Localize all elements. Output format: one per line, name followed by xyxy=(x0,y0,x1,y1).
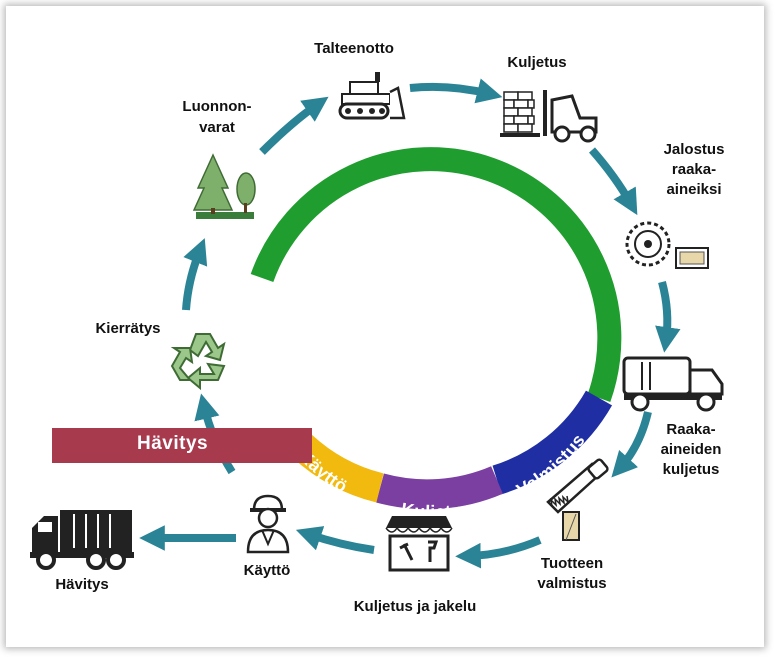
label-disposal: Hävitys xyxy=(55,576,109,593)
arrow-raw-transport-to-production xyxy=(611,411,652,478)
label-transport: Kuljetus xyxy=(507,54,567,71)
forklift-icon xyxy=(500,90,598,143)
shop-icon xyxy=(385,516,453,572)
arrow-recycling-to-resources xyxy=(182,238,208,311)
garbage-truck-icon xyxy=(30,510,134,570)
recycling-icon xyxy=(170,333,226,391)
truck-icon xyxy=(622,356,724,412)
arrow-transport-to-processing xyxy=(589,147,638,216)
ring-segment-transport xyxy=(376,466,503,510)
arrow-production-to-distribution xyxy=(455,536,542,569)
hand-saw-icon xyxy=(546,458,609,541)
saw-blade-icon xyxy=(625,221,709,269)
label-distribution: Kuljetus ja jakelu xyxy=(353,598,477,615)
arrow-distribution-to-use xyxy=(295,526,375,554)
ring-segment-materials xyxy=(250,147,622,403)
label-recycling: Kierrätys xyxy=(95,320,161,337)
disposal-bar-label: Hävitys xyxy=(137,433,209,454)
arrow-processing-to-raw-transport xyxy=(655,280,681,353)
tree-icon xyxy=(192,153,256,219)
disposal-bar xyxy=(52,428,312,463)
label-use: Käyttö xyxy=(243,562,291,579)
label-extraction: Talteenotto xyxy=(314,40,394,57)
ring-segment-manufacturing xyxy=(492,390,613,495)
worker-icon xyxy=(246,494,290,554)
bulldozer-icon xyxy=(338,72,406,120)
arrow-resources-to-extraction xyxy=(259,96,329,155)
arrow-extraction-to-transport xyxy=(409,78,503,104)
label-raw-material-transport: Raaka- aineiden kuljetus xyxy=(660,421,722,478)
label-natural-resources: Luonnon- varat xyxy=(182,98,252,136)
label-production: Tuotteen valmistus xyxy=(537,555,607,592)
label-processing: Jalostus raaka- aineiksi xyxy=(663,141,725,198)
